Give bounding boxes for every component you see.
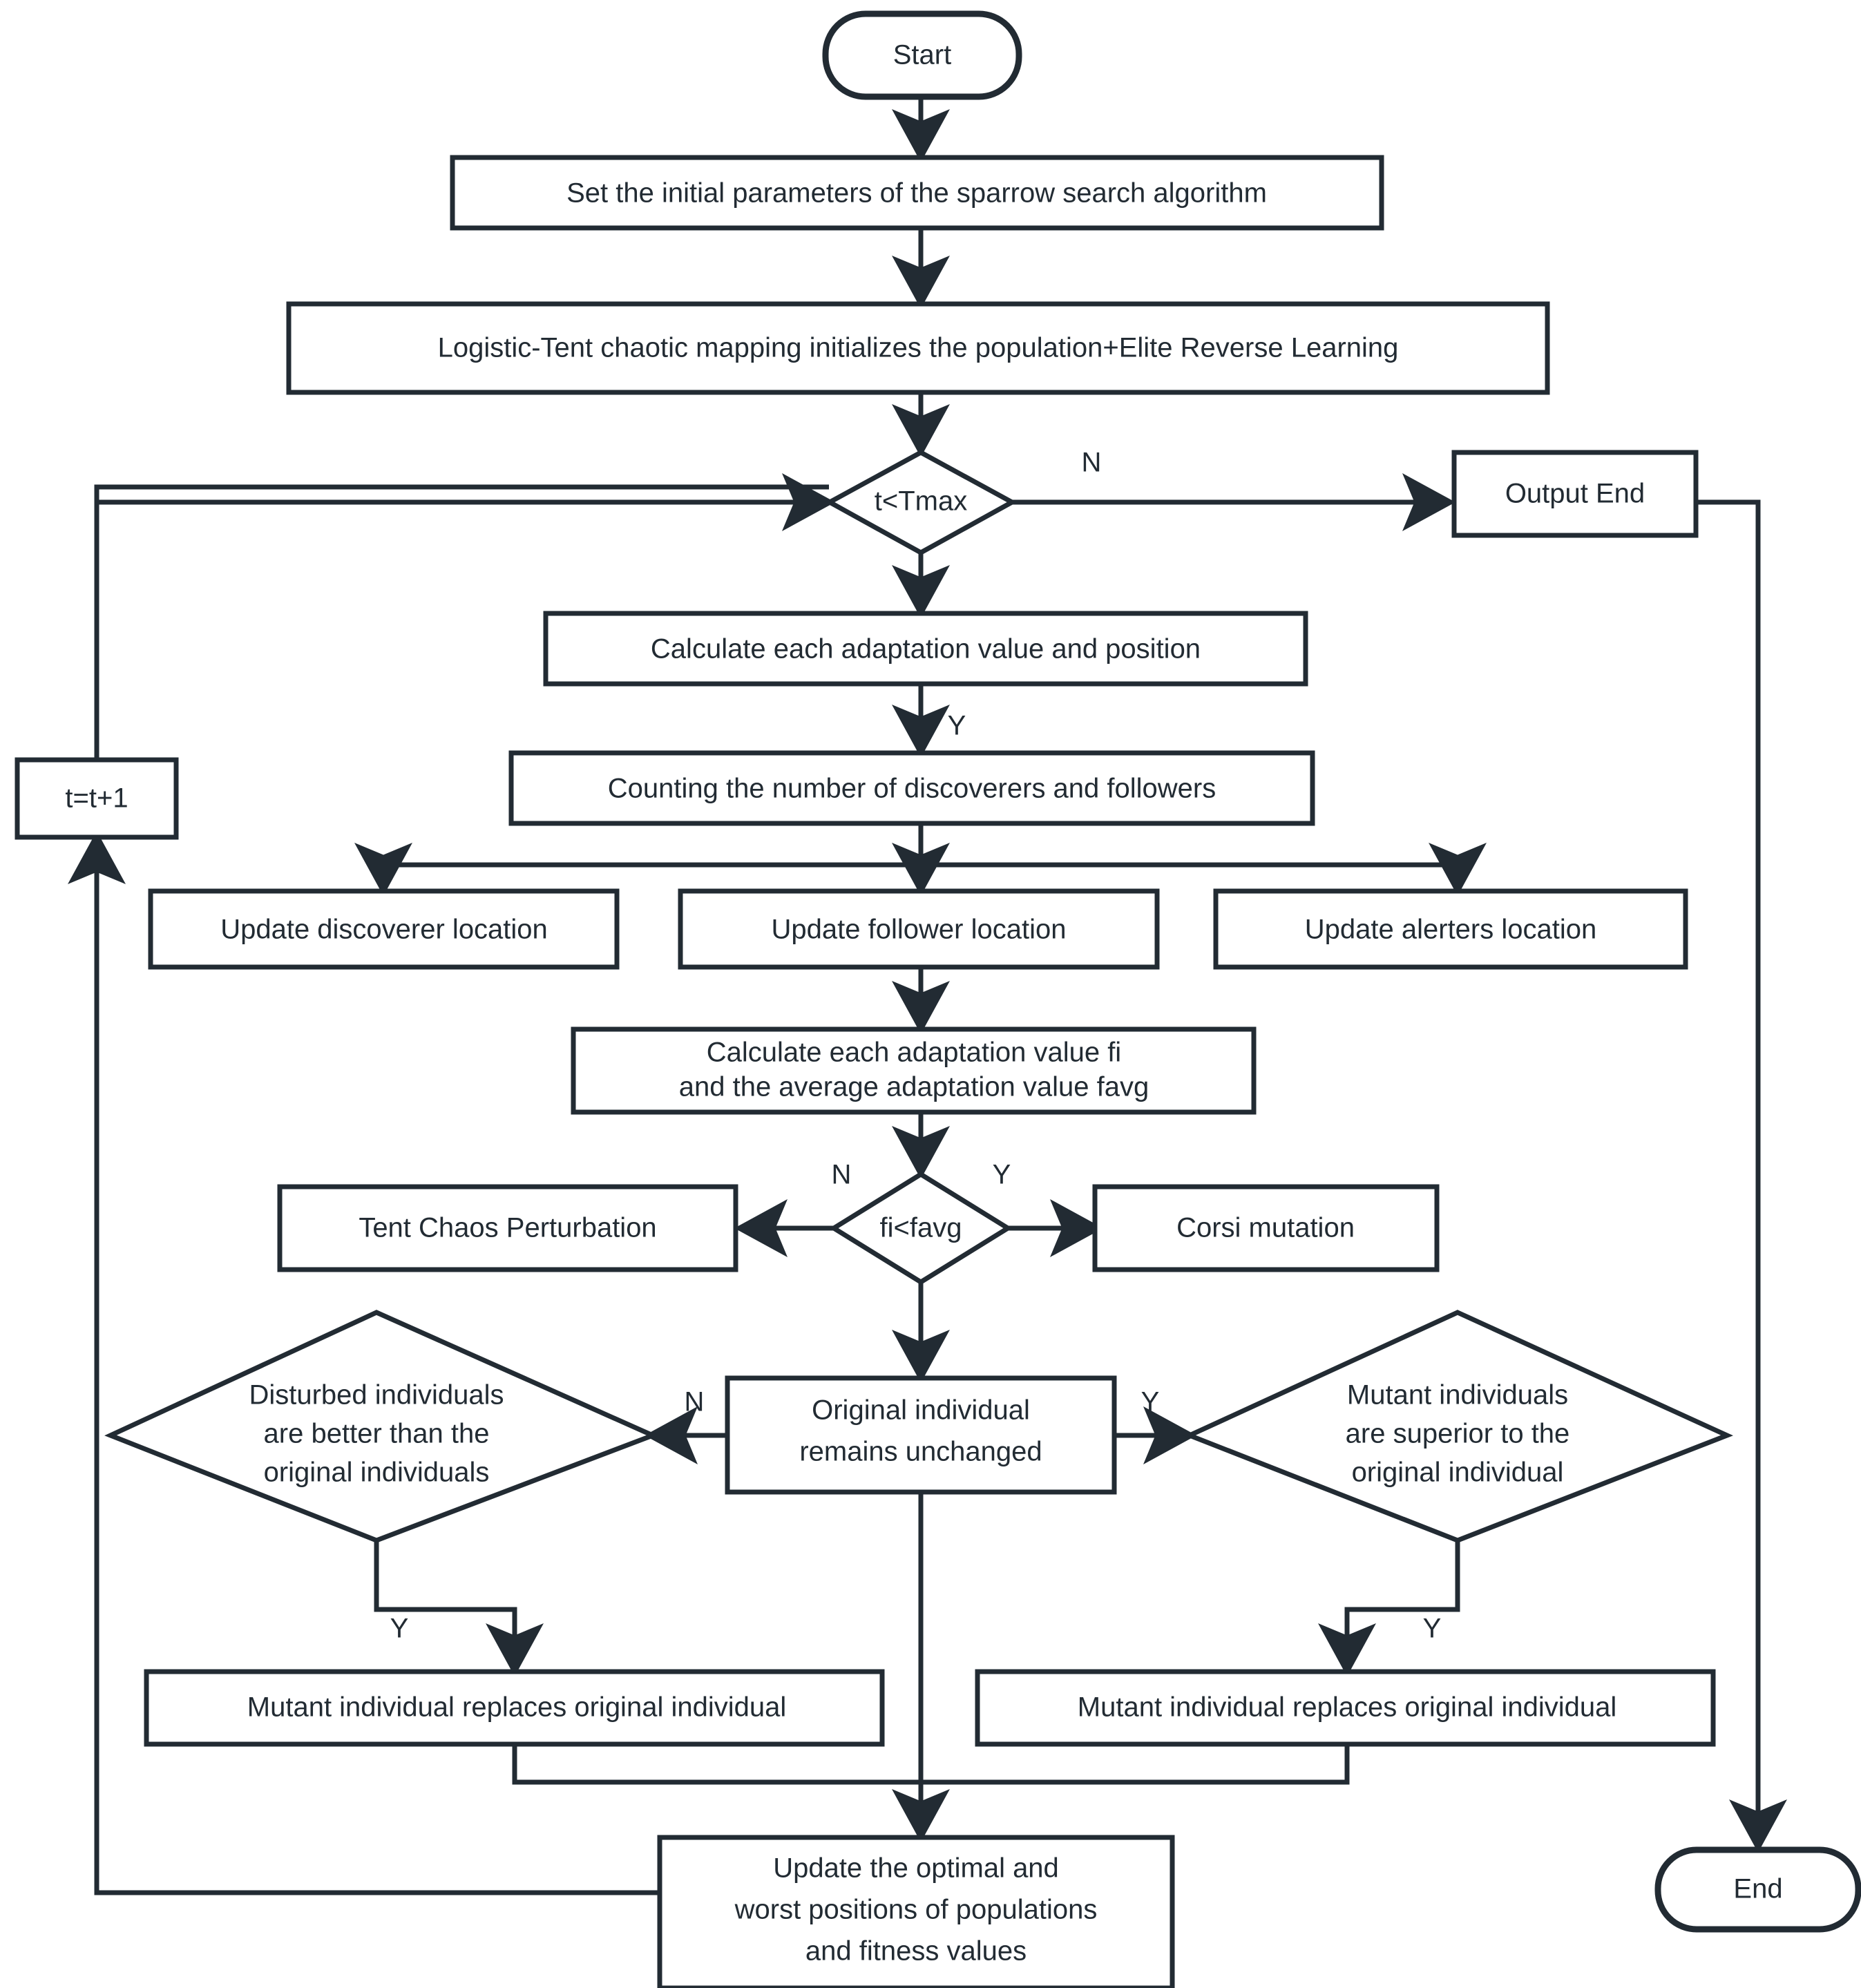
edge-disturbed-yes-to-replaceleft bbox=[374, 1540, 544, 1676]
node-set-params[interactable]: Set the initial parameters of the sparro… bbox=[450, 155, 1384, 231]
node-output-end[interactable]: Output End bbox=[1451, 450, 1699, 538]
update-optimal-line3: and fitness values bbox=[805, 1936, 1027, 1967]
edge-label-fi-no: N bbox=[832, 1160, 852, 1190]
tent-chaos-label: Tent Chaos Perturbation bbox=[359, 1213, 656, 1243]
output-end-label: Output End bbox=[1505, 479, 1645, 509]
counting-label: Counting the number of discoverers and f… bbox=[608, 774, 1216, 804]
tmax-label: t<Tmax bbox=[875, 486, 967, 517]
node-decision-fi-favg[interactable]: fi<favg bbox=[829, 1171, 1013, 1285]
update-follower-label: Update follower location bbox=[772, 915, 1067, 945]
edge-label-original-no: N bbox=[685, 1387, 705, 1417]
counting-shape bbox=[508, 750, 1315, 826]
original-unchanged-shape bbox=[725, 1375, 1117, 1495]
node-counting[interactable]: Counting the number of discoverers and f… bbox=[508, 750, 1315, 826]
calc-fitness-label: Calculate each adaptation value and posi… bbox=[651, 634, 1201, 665]
edge-label-mutant-yes: Y bbox=[1423, 1614, 1442, 1644]
init-pop-shape bbox=[286, 301, 1550, 395]
init-pop-label: Logistic-Tent chaotic mapping initialize… bbox=[438, 333, 1399, 363]
mutant-superior-line1: Mutant individuals bbox=[1347, 1380, 1568, 1411]
t-increment-label: t=t+1 bbox=[65, 783, 128, 814]
update-alerters-shape bbox=[1213, 888, 1688, 970]
node-t-increment[interactable]: t=t+1 bbox=[15, 757, 179, 840]
mutant-superior-line2: are superior to the bbox=[1346, 1419, 1570, 1449]
tmax-shape bbox=[824, 450, 1018, 555]
node-start[interactable]: Start bbox=[822, 10, 1022, 100]
update-discoverer-shape bbox=[148, 888, 620, 970]
edge-loopback-corner bbox=[94, 487, 788, 505]
end-shape bbox=[1654, 1846, 1861, 1933]
node-update-follower[interactable]: Update follower location bbox=[678, 888, 1160, 970]
node-update-optimal[interactable]: Update the optimal and worst positions o… bbox=[657, 1835, 1175, 1988]
mutant-replaces-left-shape bbox=[144, 1669, 885, 1747]
node-update-discoverer[interactable]: Update discoverer location bbox=[148, 888, 620, 970]
calc-fi-favg-line1: Calculate each adaptation value fi bbox=[707, 1038, 1121, 1068]
node-corsi-mutation[interactable]: Corsi mutation bbox=[1092, 1184, 1440, 1272]
mutant-superior-line3: original individual bbox=[1352, 1457, 1564, 1488]
edge-label-fi-yes: Y bbox=[993, 1160, 1011, 1190]
corsi-mutation-label: Corsi mutation bbox=[1176, 1213, 1355, 1243]
mutant-replaces-left-label: Mutant individual replaces original indi… bbox=[247, 1692, 786, 1723]
update-optimal-line1: Update the optimal and bbox=[773, 1853, 1059, 1884]
calc-fi-favg-shape bbox=[571, 1026, 1257, 1115]
node-decision-disturbed-better[interactable]: Disturbed individuals are better than th… bbox=[104, 1310, 660, 1543]
node-calc-fi-favg[interactable]: Calculate each adaptation value fi and t… bbox=[571, 1026, 1257, 1115]
end-label: End bbox=[1733, 1874, 1782, 1904]
edge-replaceright-merge bbox=[921, 1744, 1350, 1785]
mutant-replaces-right-label: Mutant individual replaces original indi… bbox=[1078, 1692, 1616, 1723]
start-shape bbox=[822, 10, 1022, 100]
edge-label-tmax-no: N bbox=[1082, 448, 1102, 478]
set-params-shape bbox=[450, 155, 1384, 231]
edge-outputend-to-end bbox=[1696, 499, 1787, 1853]
calc-fitness-shape bbox=[543, 611, 1308, 687]
node-decision-tmax[interactable]: t<Tmax bbox=[824, 450, 1018, 555]
original-unchanged-line2: remains unchanged bbox=[799, 1437, 1042, 1467]
output-end-shape bbox=[1451, 450, 1699, 538]
disturbed-shape bbox=[104, 1310, 660, 1543]
update-discoverer-label: Update discoverer location bbox=[220, 915, 548, 945]
edge-label-original-yes: Y bbox=[1141, 1387, 1160, 1417]
node-init-population[interactable]: Logistic-Tent chaotic mapping initialize… bbox=[286, 301, 1550, 395]
edge-mutant-yes-to-replaceright bbox=[1318, 1540, 1460, 1676]
update-alerters-label: Update alerters location bbox=[1305, 915, 1596, 945]
node-tent-chaos[interactable]: Tent Chaos Perturbation bbox=[277, 1184, 738, 1272]
mutant-replaces-right-shape bbox=[975, 1669, 1716, 1747]
mutant-superior-shape bbox=[1183, 1310, 1733, 1543]
edge-label-disturbed-yes: Y bbox=[390, 1614, 409, 1644]
edge-updateoptimal-to-tincrement bbox=[68, 831, 660, 1895]
set-params-label: Set the initial parameters of the sparro… bbox=[566, 178, 1267, 209]
calc-fi-favg-line2: and the average adaptation value favg bbox=[679, 1072, 1149, 1102]
connectors bbox=[68, 97, 1787, 1895]
tent-chaos-shape bbox=[277, 1184, 738, 1272]
update-optimal-shape bbox=[657, 1835, 1175, 1988]
corsi-mutation-shape bbox=[1092, 1184, 1440, 1272]
edge-label-tmax-yes: Y bbox=[948, 711, 966, 741]
update-follower-shape bbox=[678, 888, 1160, 970]
node-mutant-replaces-right[interactable]: Mutant individual replaces original indi… bbox=[975, 1669, 1716, 1747]
node-calc-fitness-position[interactable]: Calculate each adaptation value and posi… bbox=[543, 611, 1308, 687]
node-end[interactable]: End bbox=[1654, 1846, 1861, 1933]
node-update-alerters[interactable]: Update alerters location bbox=[1213, 888, 1688, 970]
disturbed-line2: are better than the bbox=[264, 1419, 490, 1449]
node-mutant-replaces-left[interactable]: Mutant individual replaces original indi… bbox=[144, 1669, 885, 1747]
fi-favg-shape bbox=[829, 1171, 1013, 1285]
update-optimal-line2: worst positions of populations bbox=[734, 1895, 1098, 1925]
fi-favg-label: fi<favg bbox=[880, 1213, 962, 1243]
original-unchanged-line1: Original individual bbox=[812, 1395, 1030, 1426]
node-decision-mutant-superior[interactable]: Mutant individuals are superior to the o… bbox=[1183, 1310, 1733, 1543]
edge-replaceleft-merge bbox=[512, 1744, 921, 1785]
start-label: Start bbox=[893, 40, 951, 70]
disturbed-line1: Disturbed individuals bbox=[249, 1380, 504, 1411]
t-increment-shape bbox=[15, 757, 179, 840]
node-original-unchanged[interactable]: Original individual remains unchanged bbox=[725, 1375, 1117, 1495]
disturbed-line3: original individuals bbox=[264, 1457, 490, 1488]
